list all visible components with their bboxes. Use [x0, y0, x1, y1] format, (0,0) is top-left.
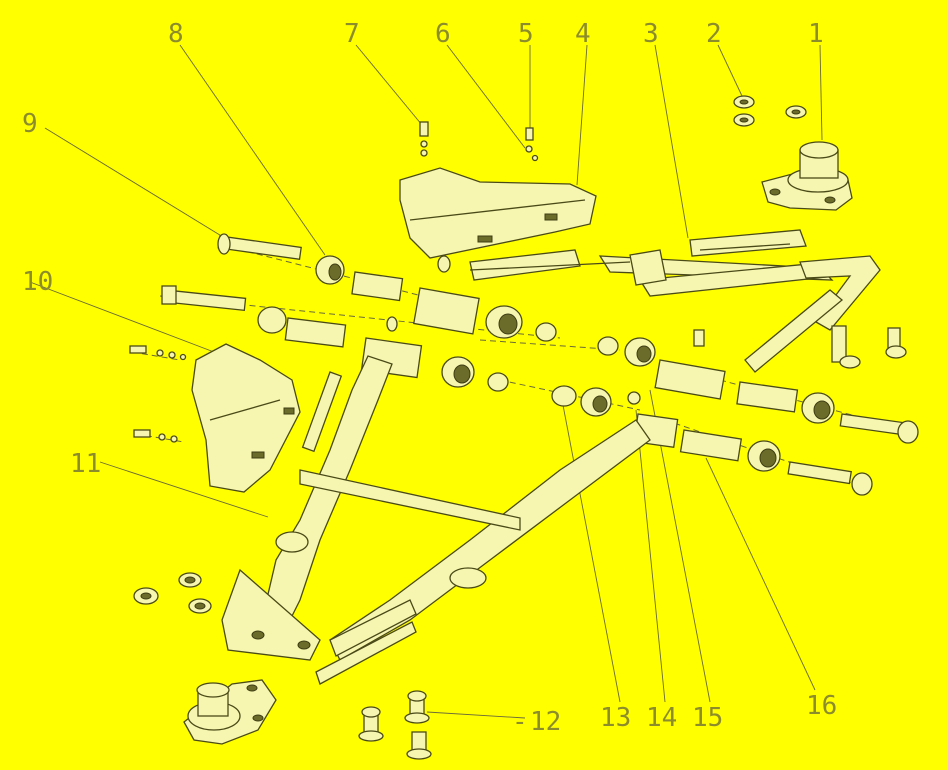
upper-ball-joint — [761, 141, 853, 211]
upper-pivot-hardware — [217, 233, 726, 400]
callout-7: 7 — [344, 19, 360, 49]
callout-1: 1 — [808, 19, 824, 49]
callout-10: 10 — [22, 267, 53, 297]
callout-2: 2 — [706, 19, 722, 49]
callout-3: 3 — [643, 19, 659, 49]
lower-nuts — [133, 572, 212, 614]
lower-pivot-hardware — [161, 285, 679, 449]
upper-arm-guard — [399, 167, 597, 259]
callout-9: 9 — [22, 109, 38, 139]
lower-arm-guard — [191, 343, 301, 493]
callout-15: 15 — [692, 703, 723, 733]
callout-12: 12 — [530, 707, 561, 737]
callout-4: 4 — [575, 19, 591, 49]
guard-screws-upper — [419, 121, 539, 162]
lower-ball-joint — [183, 679, 277, 745]
upper-a-arm — [469, 229, 881, 373]
callout-12-dash: - — [512, 707, 528, 737]
lower-studs — [358, 690, 432, 760]
callout-11: 11 — [70, 449, 101, 479]
callout-numbers: 1 2 3 4 5 6 7 8 9 10 11 12 13 14 15 16 — [22, 19, 837, 737]
lower-a-arm — [221, 355, 651, 685]
ball-joint-nuts — [733, 95, 807, 127]
rear-pivot-hardware — [679, 325, 919, 496]
callout-13: 13 — [600, 703, 631, 733]
callout-16: 16 — [806, 691, 837, 721]
callout-6: 6 — [435, 19, 451, 49]
callout-14: 14 — [646, 703, 677, 733]
guard-screws-lower — [129, 345, 187, 443]
callout-8: 8 — [168, 19, 184, 49]
callout-5: 5 — [518, 19, 534, 49]
